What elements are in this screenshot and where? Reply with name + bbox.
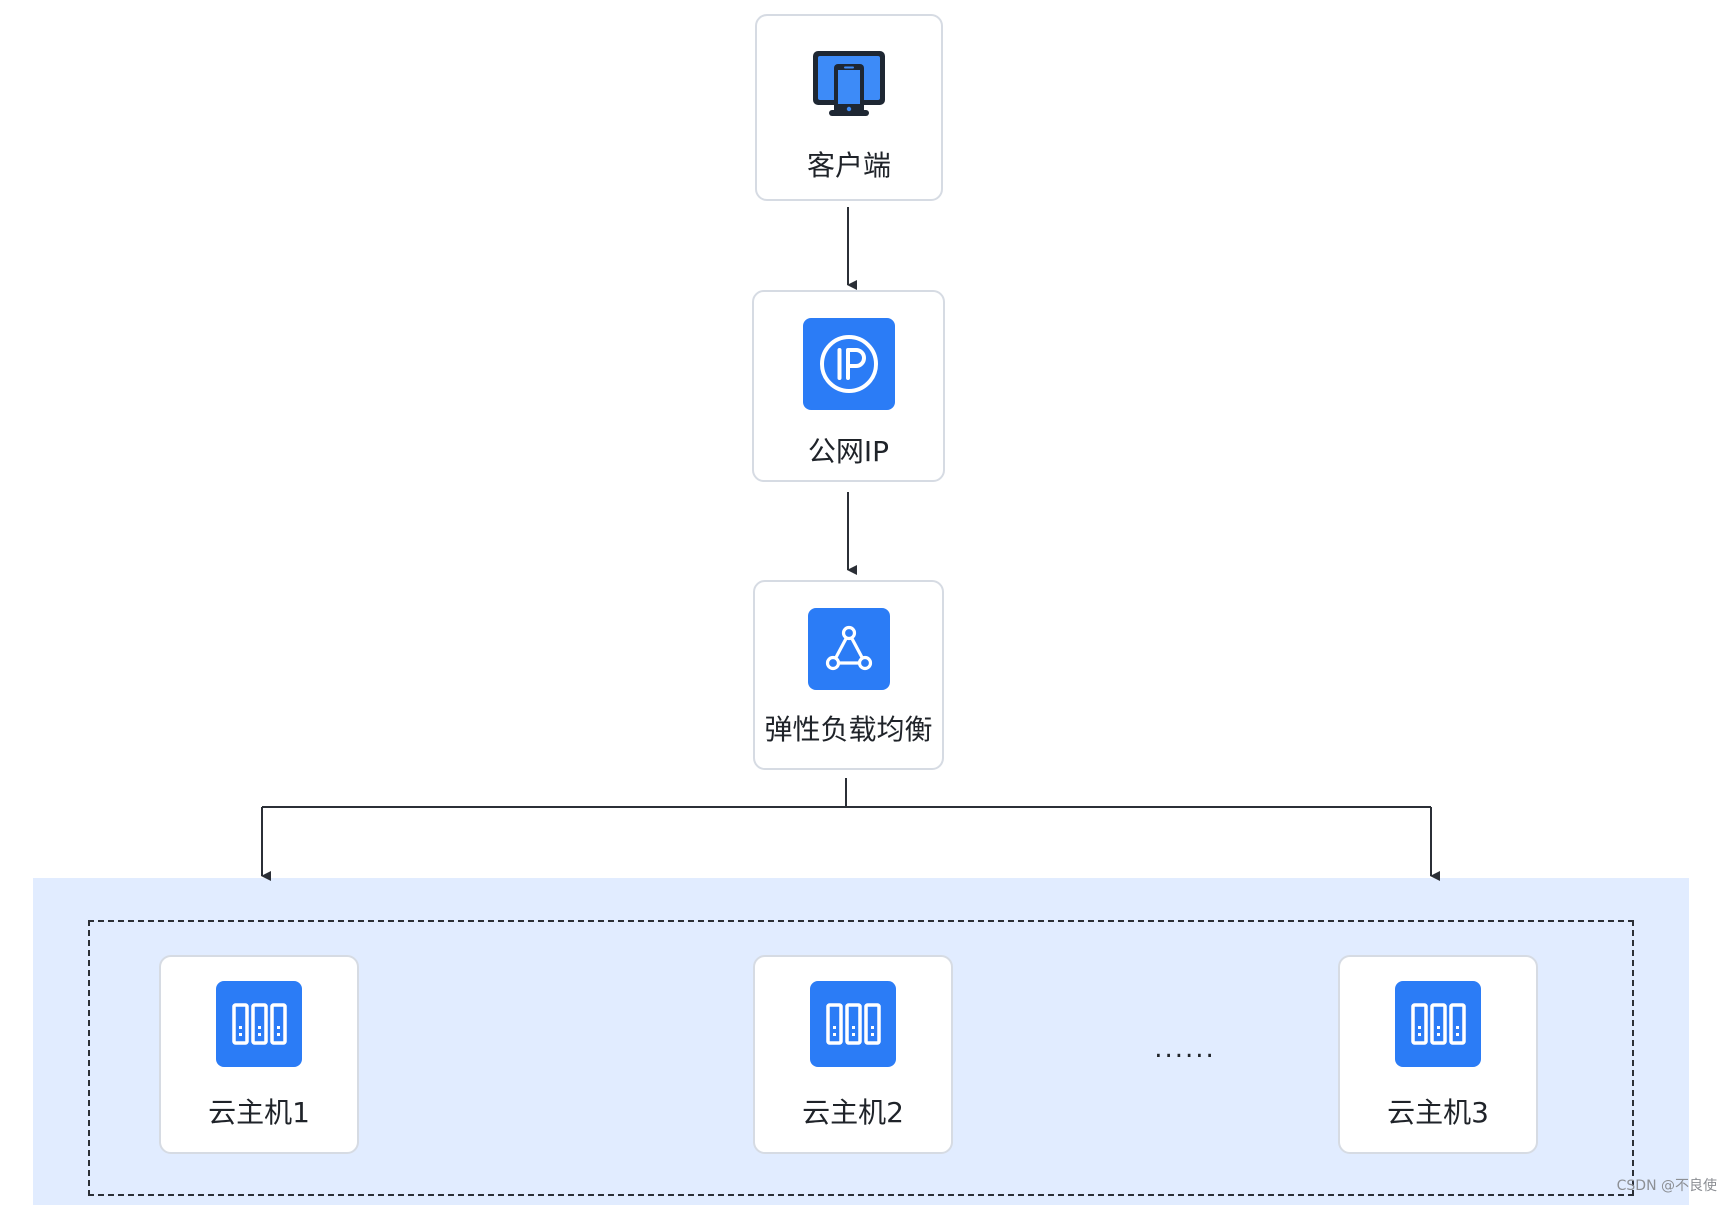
cloud-host-3-label: 云主机3: [1387, 1096, 1489, 1129]
cloud-host-group-boundary: [88, 920, 1634, 1196]
client-label: 客户端: [806, 149, 891, 182]
watermark: CSDN @不良使: [1616, 1178, 1717, 1194]
more-hosts-ellipsis: ......: [1154, 1034, 1216, 1064]
server-icon: [216, 981, 302, 1067]
client-node[interactable]: 客户端: [755, 14, 943, 201]
cloud-host-1-label: 云主机1: [208, 1096, 310, 1129]
public-ip-node[interactable]: 公网IP: [752, 290, 945, 482]
load-balancer-icon: [807, 608, 890, 690]
load-balancer-node[interactable]: 弹性负载均衡: [753, 580, 944, 770]
public-ip-label: 公网IP: [807, 435, 890, 468]
cloud-host-2-node[interactable]: 云主机2: [753, 955, 953, 1154]
server-icon: [810, 981, 896, 1067]
server-icon: [1395, 981, 1481, 1067]
ip-icon: [802, 318, 895, 410]
cloud-host-1-node[interactable]: 云主机1: [159, 955, 359, 1154]
load-balancer-label: 弹性负载均衡: [764, 713, 933, 746]
cloud-host-3-node[interactable]: 云主机3: [1338, 955, 1538, 1154]
monitor-phone-icon: [812, 50, 886, 124]
cloud-host-2-label: 云主机2: [802, 1096, 904, 1129]
